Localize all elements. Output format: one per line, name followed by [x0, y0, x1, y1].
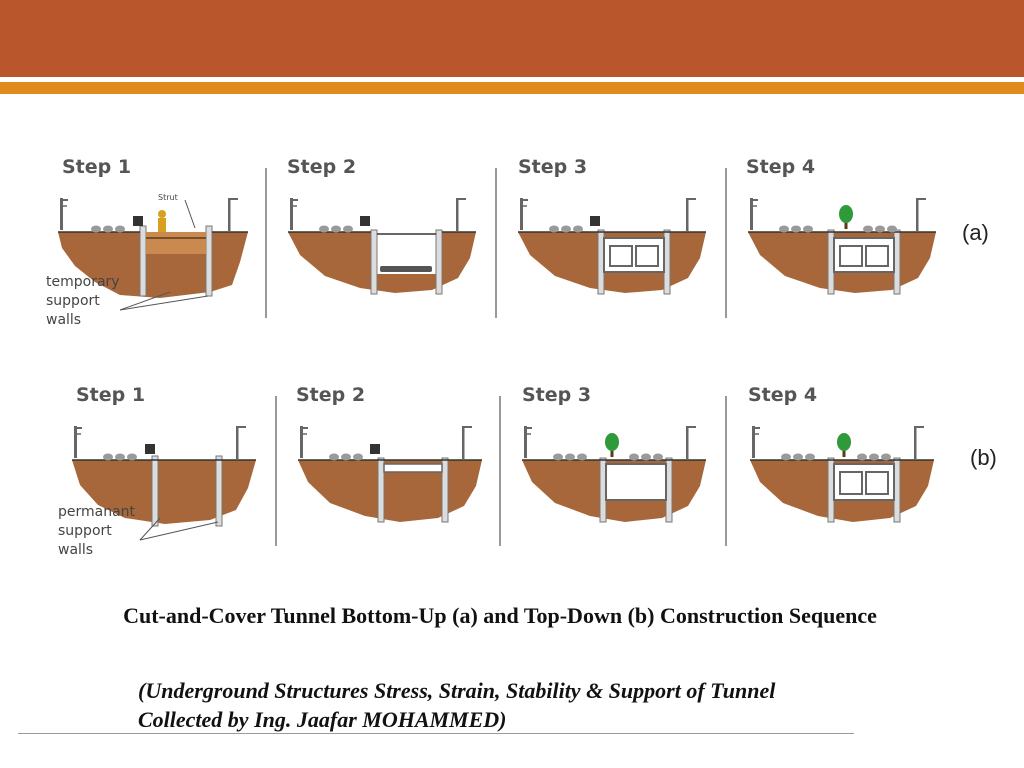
construction-sequence-figure: Step 1 Step 2 Step 3 Step 4 Strut tempor…: [46, 156, 936, 558]
row-a-annotation-line-1: temporary: [46, 274, 120, 290]
row-a-step-2-panel: [288, 197, 476, 295]
row-b-step-2-panel: [298, 425, 482, 523]
row-a-step-2-label: Step 2: [287, 156, 356, 178]
row-b-annotation-line-3: walls: [58, 542, 93, 558]
row-a-step-3-panel: [518, 197, 706, 295]
source-line-2: Collected by Ing. Jaafar MOHAMMED): [138, 707, 507, 732]
row-b-step-1-panel: [72, 425, 256, 541]
row-a-step-1-panel: [58, 197, 248, 311]
row-b-step-3-label: Step 3: [522, 384, 591, 406]
row-a-label: (a): [962, 220, 989, 245]
header-bar: [0, 0, 1024, 77]
header-stripe: [0, 82, 1024, 94]
row-a: [58, 168, 936, 318]
row-b-annotation-line-2: support: [58, 523, 112, 539]
row-a-annotation-line-3: walls: [46, 312, 81, 328]
row-a-step-4-panel: [748, 197, 936, 295]
row-a-step-3-label: Step 3: [518, 156, 587, 178]
row-b: [72, 396, 934, 546]
row-a-annotation-line-2: support: [46, 293, 100, 309]
row-b-step-3-panel: [522, 425, 706, 523]
source-citation: (Underground Structures Stress, Strain, …: [138, 676, 938, 734]
source-line-1: (Underground Structures Stress, Strain, …: [138, 678, 776, 703]
row-b-step-4-panel: [750, 425, 934, 523]
row-b-label: (b): [970, 445, 997, 470]
strut-label: Strut: [158, 193, 178, 202]
footer-rule: [18, 733, 854, 734]
row-a-step-4-label: Step 4: [746, 156, 815, 178]
row-b-step-2-label: Step 2: [296, 384, 365, 406]
row-b-annotation-line-1: permanant: [58, 504, 136, 520]
row-a-step-1-label: Step 1: [62, 156, 131, 178]
figure-caption: Cut-and-Cover Tunnel Bottom-Up (a) and T…: [123, 603, 877, 628]
row-b-step-1-label: Step 1: [76, 384, 145, 406]
row-b-step-4-label: Step 4: [748, 384, 817, 406]
